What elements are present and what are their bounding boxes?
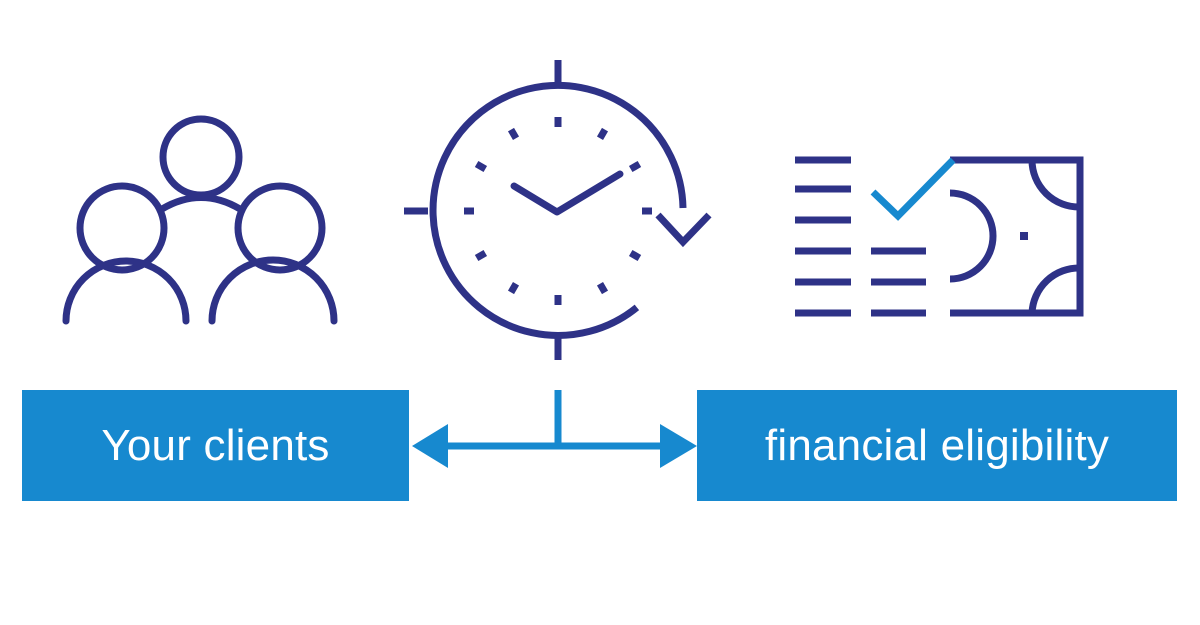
connector	[412, 390, 697, 468]
label-box-your-clients: Your clients	[22, 390, 409, 501]
label-your-clients: Your clients	[101, 420, 330, 470]
clock-tick	[474, 249, 488, 262]
clock-tick	[628, 160, 642, 173]
clock-tick	[474, 160, 488, 173]
checkmark-icon	[870, 157, 956, 221]
clock-tick	[628, 249, 642, 262]
clock-tick	[507, 281, 520, 295]
people-group-icon	[62, 115, 338, 325]
label-financial-eligibility: financial eligibility	[764, 420, 1110, 470]
clock-tick	[507, 127, 520, 141]
label-box-financial-eligibility: financial eligibility	[697, 390, 1177, 501]
clock-tick	[596, 127, 609, 141]
arrow-left-icon	[412, 424, 448, 468]
arrow-right-icon	[660, 424, 697, 468]
clock-ticks	[464, 117, 652, 305]
checklist-money-icon	[795, 156, 1084, 317]
clock-tick	[596, 281, 609, 295]
clock-refresh-icon	[404, 60, 712, 360]
